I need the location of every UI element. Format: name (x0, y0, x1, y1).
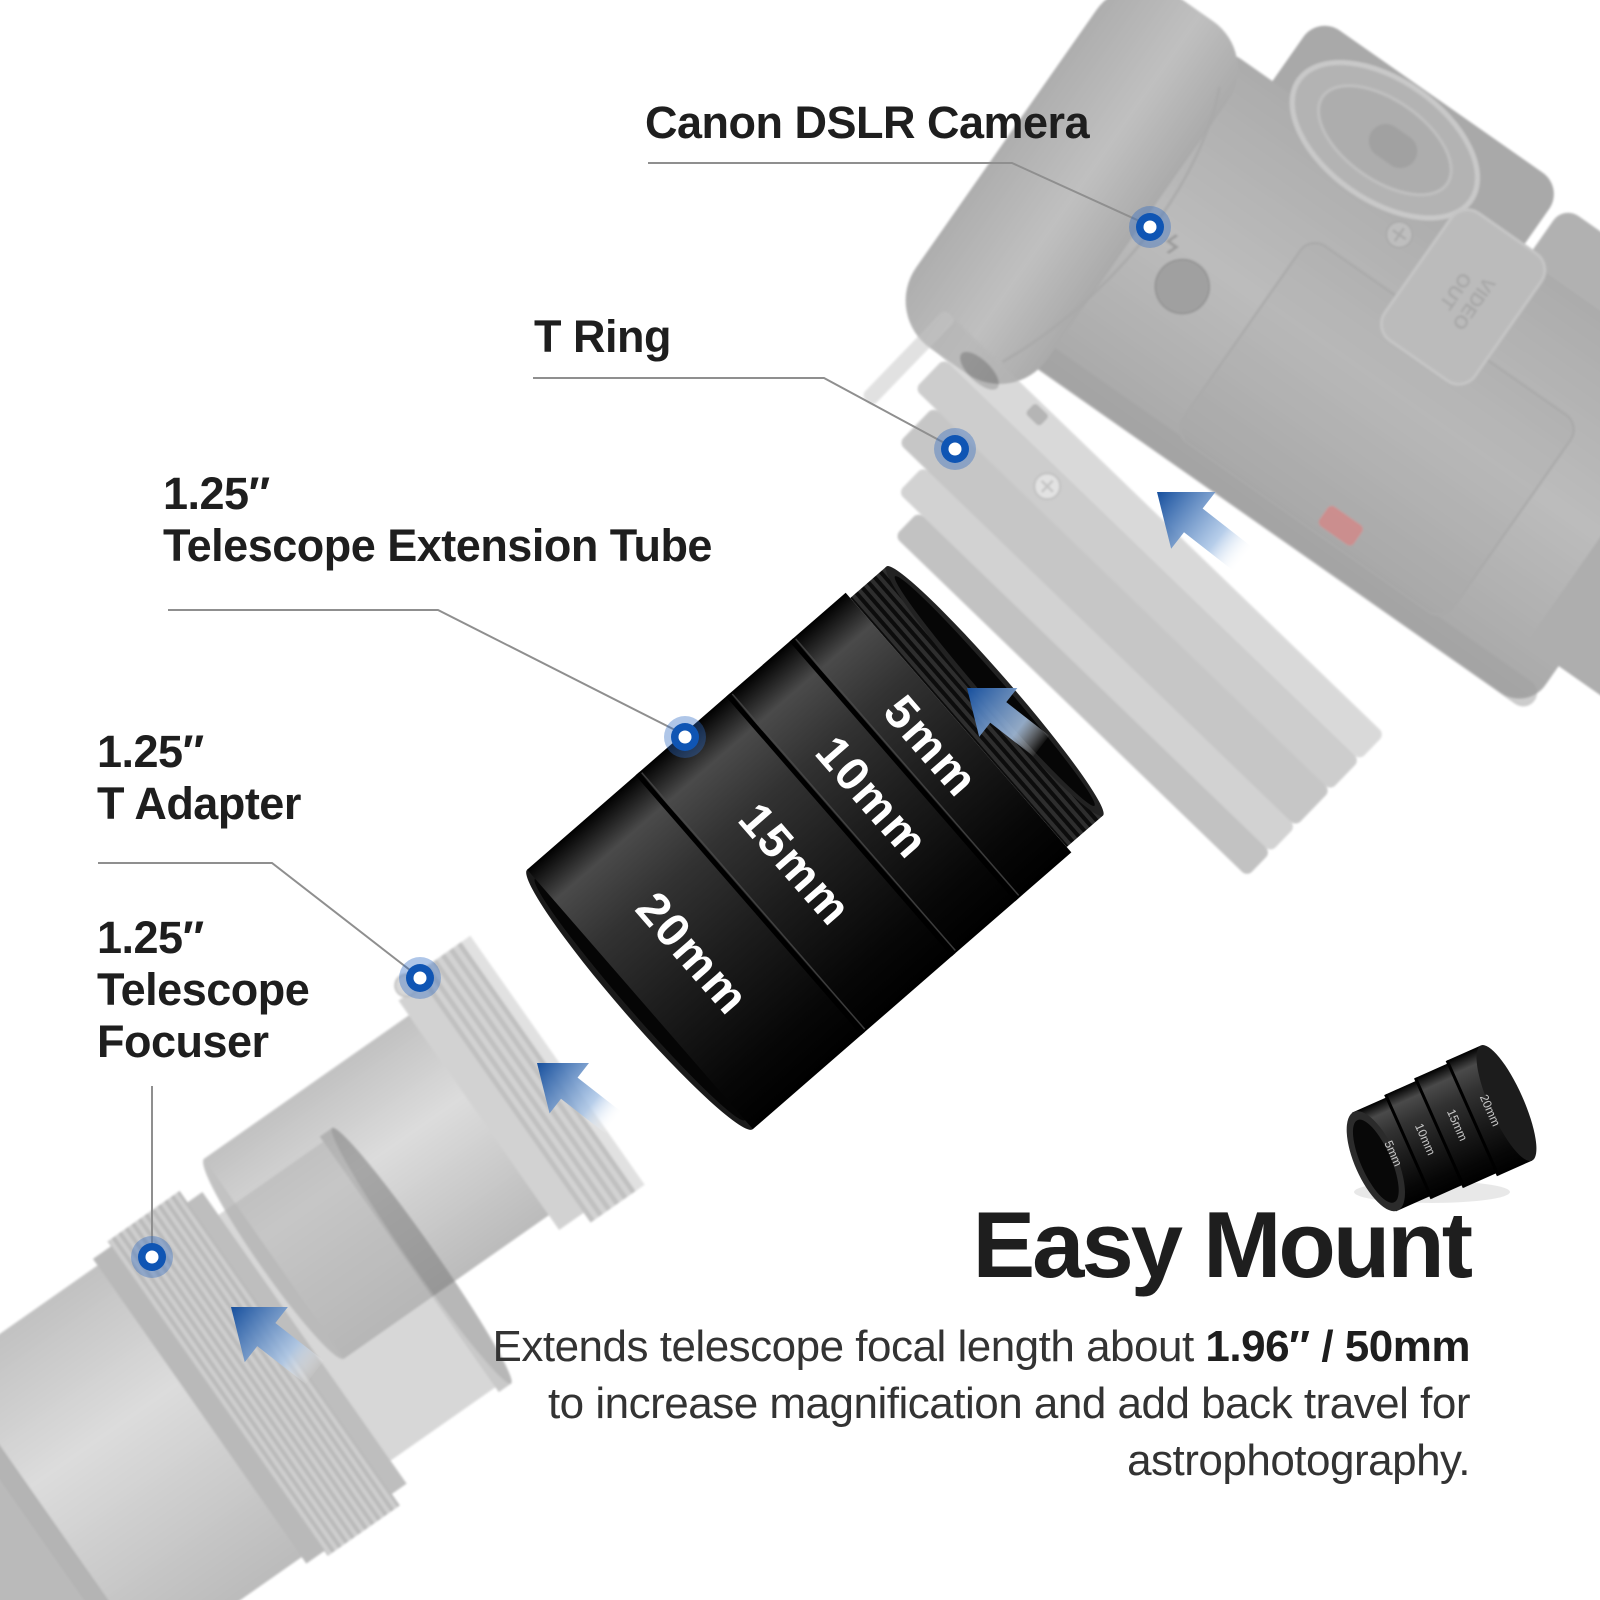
focuser-ring (92, 1246, 325, 1564)
leader-extension-tube (168, 609, 682, 734)
camera-top-deck (1519, 212, 1600, 410)
thumb-ring-15mm (1415, 1063, 1498, 1188)
tube-ring-20mm (527, 773, 864, 1130)
t-ring-band (897, 514, 1268, 874)
thumb-front-opening (1352, 1119, 1399, 1203)
t-adapter-collar (398, 983, 584, 1230)
camera-oval-slot (1368, 123, 1418, 169)
thumb-seams (1384, 1059, 1500, 1200)
leader-lines (98, 162, 1147, 1248)
t-ring-screw-cross (1040, 479, 1054, 493)
red-logo-badge (1318, 505, 1363, 546)
thumb-ring-10mm (1385, 1080, 1463, 1199)
label-canon-dslr-camera: Canon DSLR Camera (645, 97, 1090, 149)
label-extension-tube: 1.25″ Telescope Extension Tube (163, 468, 712, 572)
dslr-camera-ghost: ϟ VIDEO OUT (905, 0, 1600, 725)
t-ring-slot-hole (959, 351, 1000, 390)
t-adapter-thread-flange (416, 942, 636, 1223)
label-text: T Ring (534, 311, 671, 362)
callout-dot-t-ring (934, 428, 976, 470)
telescope-tube-ring (0, 1321, 187, 1600)
description-line1-bold: 1.96″ / 50mm (1205, 1322, 1470, 1371)
camera-bottom-edge (1007, 327, 1538, 707)
product-thumbnail: 5mm 10mm 15mm 20mm (1346, 1045, 1537, 1212)
callout-dot-extension-tube (664, 716, 706, 758)
tube-ring-5mm (791, 592, 1072, 900)
label-text: Canon DSLR Camera (645, 97, 1090, 148)
t-ring-band (930, 320, 1382, 758)
t-ring-band (901, 469, 1293, 850)
leader-t-adapter (98, 862, 416, 975)
label-text: Focuser (97, 1016, 269, 1067)
flash-release-button (1154, 258, 1211, 315)
easy-mount-section: Easy Mount Extends telescope focal lengt… (490, 1192, 1473, 1489)
camera-port-cover (1379, 208, 1547, 386)
tube-ring-10mm (727, 639, 1018, 955)
label-text: T Adapter (97, 778, 301, 829)
focuser-drawtube (218, 1141, 496, 1461)
camera-grip (905, 0, 1238, 384)
t-ring-band (901, 409, 1328, 824)
label-size: 1.25″ (97, 912, 204, 963)
t-ring-band (917, 361, 1357, 788)
t-ring-ghost (863, 311, 1382, 874)
tube-ring-seams (635, 638, 1019, 1036)
label-size: 1.25″ (97, 726, 204, 777)
focuser-opening (331, 1127, 512, 1384)
easy-mount-description: Extends telescope focal length about 1.9… (490, 1318, 1471, 1489)
label-t-adapter: 1.25″ T Adapter (97, 726, 301, 830)
description-line2: to increase magnification and add back t… (547, 1379, 1471, 1428)
label-size: 1.25″ (163, 468, 270, 519)
leader-camera (648, 162, 1147, 225)
description-line3: astrophotography. (1127, 1436, 1470, 1485)
leader-t-ring (533, 377, 951, 447)
description-line1-normal: Extends telescope focal length about (492, 1322, 1206, 1371)
easy-mount-heading: Easy Mount (972, 1192, 1473, 1297)
camera-screw-cross (1392, 227, 1407, 242)
focuser-knurled-ring (107, 1190, 400, 1556)
t-ring-end-face (863, 311, 954, 405)
label-t-ring: T Ring (534, 311, 671, 363)
focuser-base (0, 1265, 302, 1600)
callout-dot-camera (1129, 206, 1171, 248)
label-telescope-focuser: 1.25″ Telescope Focuser (97, 912, 310, 1068)
label-text: Telescope Extension Tube (163, 520, 712, 571)
tube-ring-seam-highlights (641, 638, 1020, 1030)
thumb-back-cap (1476, 1045, 1537, 1161)
callout-dot-t-adapter (399, 957, 441, 999)
label-text: Telescope (97, 964, 310, 1015)
t-ring-notch (1026, 404, 1048, 426)
callout-dot-focuser (131, 1236, 173, 1278)
tube-ring-15mm (637, 695, 954, 1034)
description-line1: Extends telescope focal length about 1.9… (490, 1318, 1471, 1375)
